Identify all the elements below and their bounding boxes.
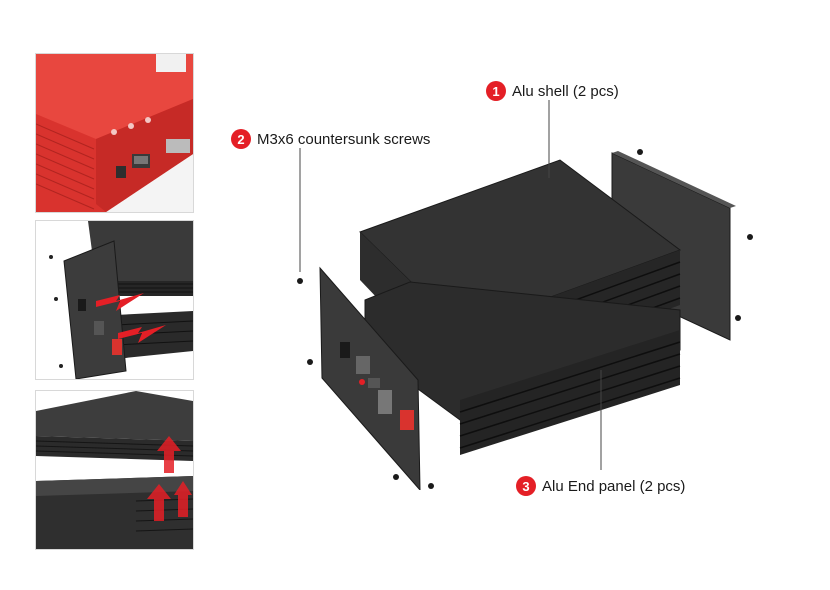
red-enclosure-image <box>36 54 193 212</box>
shell-assembly-image <box>36 391 193 549</box>
number-badge: 2 <box>231 129 251 149</box>
callout-label: Alu End panel (2 pcs) <box>542 477 686 495</box>
end-panel-insertion-image <box>49 221 193 379</box>
callout-label: M3x6 countersunk screws <box>257 130 431 148</box>
callout-alu-shell: 1 Alu shell (2 pcs) <box>486 81 619 101</box>
countersunk-screws <box>297 149 753 489</box>
thumbnail-shell-assembly[interactable] <box>35 390 194 550</box>
thumbnail-red-enclosure[interactable] <box>35 53 194 213</box>
number-badge: 1 <box>486 81 506 101</box>
thumbnail-end-panel-insertion[interactable] <box>35 220 194 380</box>
exploded-enclosure-illustration <box>297 100 753 490</box>
number-badge: 3 <box>516 476 536 496</box>
callout-end-panel: 3 Alu End panel (2 pcs) <box>516 476 685 496</box>
callout-label: Alu shell (2 pcs) <box>512 82 619 100</box>
callout-screws: 2 M3x6 countersunk screws <box>231 129 430 149</box>
